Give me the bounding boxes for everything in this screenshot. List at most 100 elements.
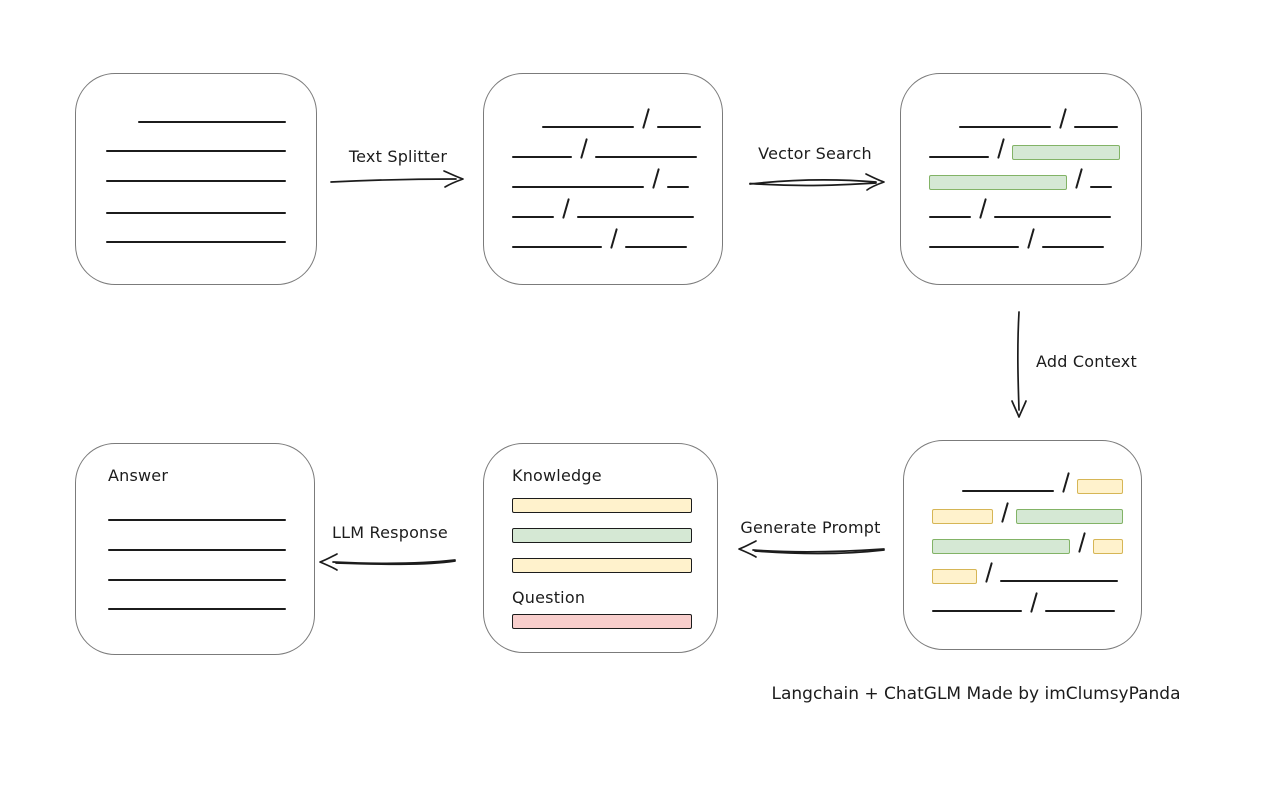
knowledge-bars: [512, 498, 692, 573]
text-line: [108, 549, 286, 551]
text-line: [138, 121, 286, 123]
slash-separator: [984, 562, 993, 584]
indent-gap: [512, 129, 535, 130]
yellow-chunk: [932, 569, 977, 584]
slash-separator: [1061, 472, 1070, 494]
text-line: [1045, 610, 1115, 612]
knowledge-label: Knowledge: [512, 466, 602, 485]
text-line: [1000, 580, 1118, 582]
chunk-row: [929, 130, 1120, 160]
text-line: [929, 216, 971, 218]
text-line: [108, 519, 286, 521]
generate-prompt-label: Generate Prompt: [740, 518, 881, 537]
slash-separator: [996, 138, 1005, 160]
chunk-row: [929, 160, 1120, 190]
text-line: [108, 579, 286, 581]
prompt-node: Knowledge Question: [483, 443, 718, 653]
context-chunks-node: [903, 440, 1142, 650]
chunk-row: [512, 160, 701, 190]
slash-separator: [651, 168, 660, 190]
slash-separator: [1026, 228, 1035, 250]
text-line: [595, 156, 697, 158]
green-bar: [512, 528, 692, 543]
chunk-rows: [932, 464, 1123, 614]
llm-response-arrow: [319, 553, 456, 571]
slash-separator: [1074, 168, 1083, 190]
chunk-row: [929, 220, 1120, 250]
generate-prompt-arrow: [738, 540, 885, 558]
text-line: [542, 126, 634, 128]
text-line: [1090, 186, 1112, 188]
text-splitter-label: Text Splitter: [348, 147, 448, 166]
split-chunks-node: [483, 73, 723, 285]
text-splitter-arrow: [330, 170, 464, 188]
add-context-label: Add Context: [1036, 352, 1137, 371]
chunk-row: [932, 584, 1123, 614]
chunk-row: [932, 554, 1123, 584]
text-line: [512, 156, 572, 158]
chunk-row: [512, 220, 701, 250]
yellow-chunk: [932, 509, 993, 524]
add-context-arrow: [1011, 311, 1027, 418]
text-line: [625, 246, 687, 248]
searched-chunks-node: [900, 73, 1142, 285]
text-line: [106, 212, 286, 214]
text-line: [108, 608, 286, 610]
chunk-row: [932, 524, 1123, 554]
green-chunk: [1016, 509, 1123, 524]
slash-separator: [579, 138, 588, 160]
chunk-row: [512, 100, 701, 130]
question-bars: [512, 614, 692, 629]
chunk-row: [512, 130, 701, 160]
green-chunk: [929, 175, 1067, 190]
text-line: [106, 180, 286, 182]
slash-separator: [1000, 502, 1009, 524]
text-line: [512, 216, 554, 218]
text-line: [994, 216, 1111, 218]
vector-search-label: Vector Search: [758, 144, 872, 163]
text-line: [512, 186, 644, 188]
text-line: [962, 490, 1054, 492]
chunk-row: [512, 190, 701, 220]
yellow-chunk: [1077, 479, 1123, 494]
text-line: [929, 246, 1019, 248]
green-chunk: [1012, 145, 1120, 160]
text-line: [959, 126, 1051, 128]
green-chunk: [932, 539, 1070, 554]
slash-separator: [978, 198, 987, 220]
vector-search-arrow: [749, 173, 885, 191]
slash-separator: [1058, 108, 1067, 130]
text-line: [657, 126, 701, 128]
text-line: [106, 241, 286, 243]
text-line: [106, 150, 286, 152]
footer-credit: Langchain + ChatGLM Made by imClumsyPand…: [771, 684, 1181, 704]
slash-separator: [1077, 532, 1086, 554]
chunk-row: [932, 494, 1123, 524]
chunk-row: [932, 464, 1123, 494]
yellow-chunk: [1093, 539, 1123, 554]
text-line: [932, 610, 1022, 612]
text-line: [512, 246, 602, 248]
text-line: [1074, 126, 1118, 128]
question-label: Question: [512, 588, 586, 607]
chunk-row: [929, 100, 1120, 130]
chunk-rows: [512, 100, 701, 250]
chunk-rows: [929, 100, 1120, 250]
llm-response-label: LLM Response: [332, 523, 448, 542]
text-line: [1042, 246, 1104, 248]
chunk-row: [929, 190, 1120, 220]
slash-separator: [1029, 592, 1038, 614]
indent-gap: [929, 129, 952, 130]
document-node: [75, 73, 317, 285]
indent-gap: [932, 493, 955, 494]
slash-separator: [561, 198, 570, 220]
yellow-bar: [512, 558, 692, 573]
text-line: [577, 216, 694, 218]
red-bar: [512, 614, 692, 629]
answer-node: Answer: [75, 443, 315, 655]
answer-label: Answer: [108, 466, 169, 485]
text-line: [929, 156, 989, 158]
text-line: [667, 186, 689, 188]
slash-separator: [609, 228, 618, 250]
